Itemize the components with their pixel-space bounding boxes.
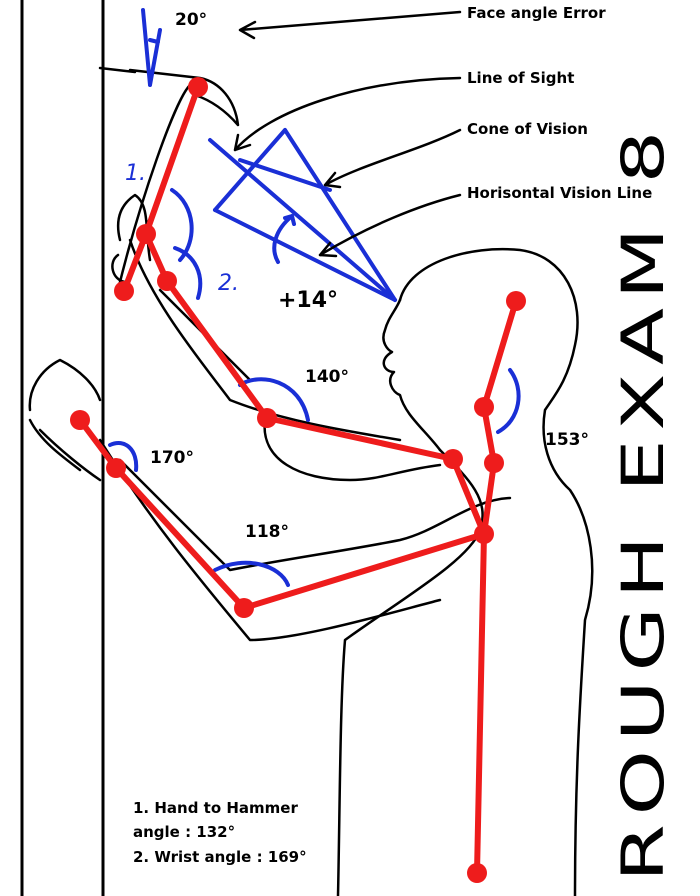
cone-inner	[238, 158, 332, 192]
joint-neck1	[474, 397, 494, 417]
joint-hip	[467, 863, 487, 883]
cone-edge	[283, 128, 397, 302]
angle-elbow-upper: 140°	[305, 367, 349, 387]
joint-fingerL	[70, 410, 90, 430]
angle-vision: +14°	[278, 288, 338, 313]
hammer-claw-line	[98, 66, 137, 74]
elbow-upper-arc	[238, 377, 310, 422]
bone-wrist-elbowU	[164, 278, 270, 421]
joint-elbowL	[234, 598, 254, 618]
horizontal-vision-line	[213, 208, 397, 302]
note-line-1: 1. Hand to Hammer	[133, 799, 298, 817]
arrow-horizontal	[318, 193, 462, 258]
joint-wristL	[106, 458, 126, 478]
title-rough-exam: ROUGH EXAM 8	[609, 122, 677, 882]
label-cone-of-vision: Cone of Vision	[467, 120, 588, 138]
joint-elbowU	[257, 408, 277, 428]
bone-elbowU-shoulderU	[264, 415, 456, 462]
joint-chest	[474, 524, 494, 544]
bone-neck2-chest	[481, 460, 497, 537]
note-line-2: angle : 132°	[133, 823, 235, 841]
face-profile	[382, 298, 442, 452]
bone-shoulderU-chest	[450, 456, 487, 537]
joint-hand	[136, 224, 156, 244]
bone-hammerTop-hand	[143, 84, 201, 237]
arrow-face-error	[238, 10, 462, 40]
bone-chest-elbowL	[241, 531, 487, 611]
bone-head-neck1	[481, 298, 519, 410]
bone-hand-hammerEnd	[121, 231, 149, 294]
cone-crossbar	[213, 128, 287, 212]
torso-front	[336, 448, 484, 896]
angle-elbow-lower: 118°	[245, 522, 289, 542]
wrist-lower-arc	[108, 441, 139, 472]
neck-arc	[496, 368, 521, 434]
figure-outline	[28, 66, 594, 896]
marker-wrist: 2.	[218, 271, 239, 296]
joint-neck2	[484, 453, 504, 473]
hammer	[116, 68, 240, 292]
arrow-cone	[323, 128, 462, 189]
joint-hammerTop	[188, 77, 208, 97]
elbow-lower-arc	[213, 560, 290, 587]
line-of-sight	[208, 138, 397, 302]
label-line-of-sight: Line of Sight	[467, 69, 574, 87]
wrist-arc	[173, 246, 203, 300]
note-line-3: 2. Wrist angle : 169°	[133, 848, 307, 866]
vision-angle-arc	[272, 214, 296, 264]
label-face-angle-error: Face angle Error	[467, 4, 606, 22]
joint-shoulderU	[443, 449, 463, 469]
skeleton	[70, 77, 526, 883]
joint-hammerEnd	[114, 281, 134, 301]
annotation-strokes	[108, 8, 521, 587]
marker-hand-hammer: 1.	[125, 161, 146, 186]
angle-neck: 153°	[545, 430, 589, 450]
bone-elbowL-wristL	[113, 465, 247, 611]
head-outline	[398, 247, 594, 896]
bone-chest-hip	[474, 531, 487, 876]
arrow-line-of-sight	[233, 76, 462, 152]
angle-wrist-lower: 170°	[150, 448, 194, 468]
label-horizontal-vision-line: Horisontal Vision Line	[467, 184, 652, 202]
wall	[20, 0, 105, 896]
angle-face: 20°	[175, 10, 207, 30]
joint-wrist	[157, 271, 177, 291]
joint-head	[506, 291, 526, 311]
pointer-arrows	[233, 10, 462, 258]
face-angle-wedge	[141, 8, 162, 87]
lower-hand	[28, 358, 102, 482]
lower-arm-outline	[98, 438, 512, 642]
